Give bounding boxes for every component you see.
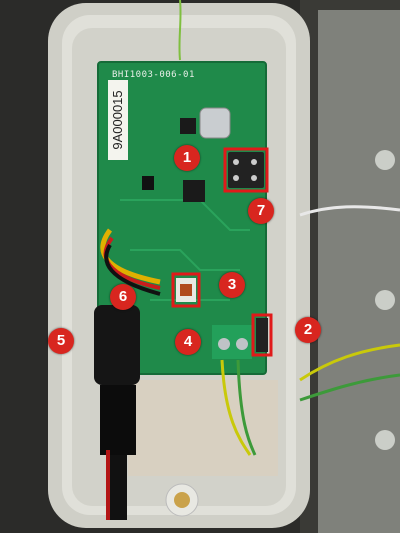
dc-power-jack — [94, 305, 140, 385]
marker-1: 1 — [174, 145, 200, 171]
highlight-box-1 — [223, 147, 269, 193]
marker-4: 4 — [175, 329, 201, 355]
serial-sticker: 9A000015 — [108, 80, 128, 160]
pcb-silkscreen-label: BHI1003-006-01 — [112, 70, 195, 80]
highlight-box-3 — [171, 272, 201, 308]
marker-5: 5 — [48, 328, 74, 354]
marker-7: 7 — [248, 198, 274, 224]
marker-2: 2 — [295, 317, 321, 343]
header-pins — [228, 152, 264, 188]
microcontroller-chip — [183, 180, 205, 202]
clear-cover — [318, 10, 400, 533]
highlight-box-2 — [251, 313, 273, 357]
marker-3: 3 — [219, 272, 245, 298]
jumper-pins — [256, 318, 268, 352]
marker-6: 6 — [110, 284, 136, 310]
pcb-board — [98, 62, 266, 374]
